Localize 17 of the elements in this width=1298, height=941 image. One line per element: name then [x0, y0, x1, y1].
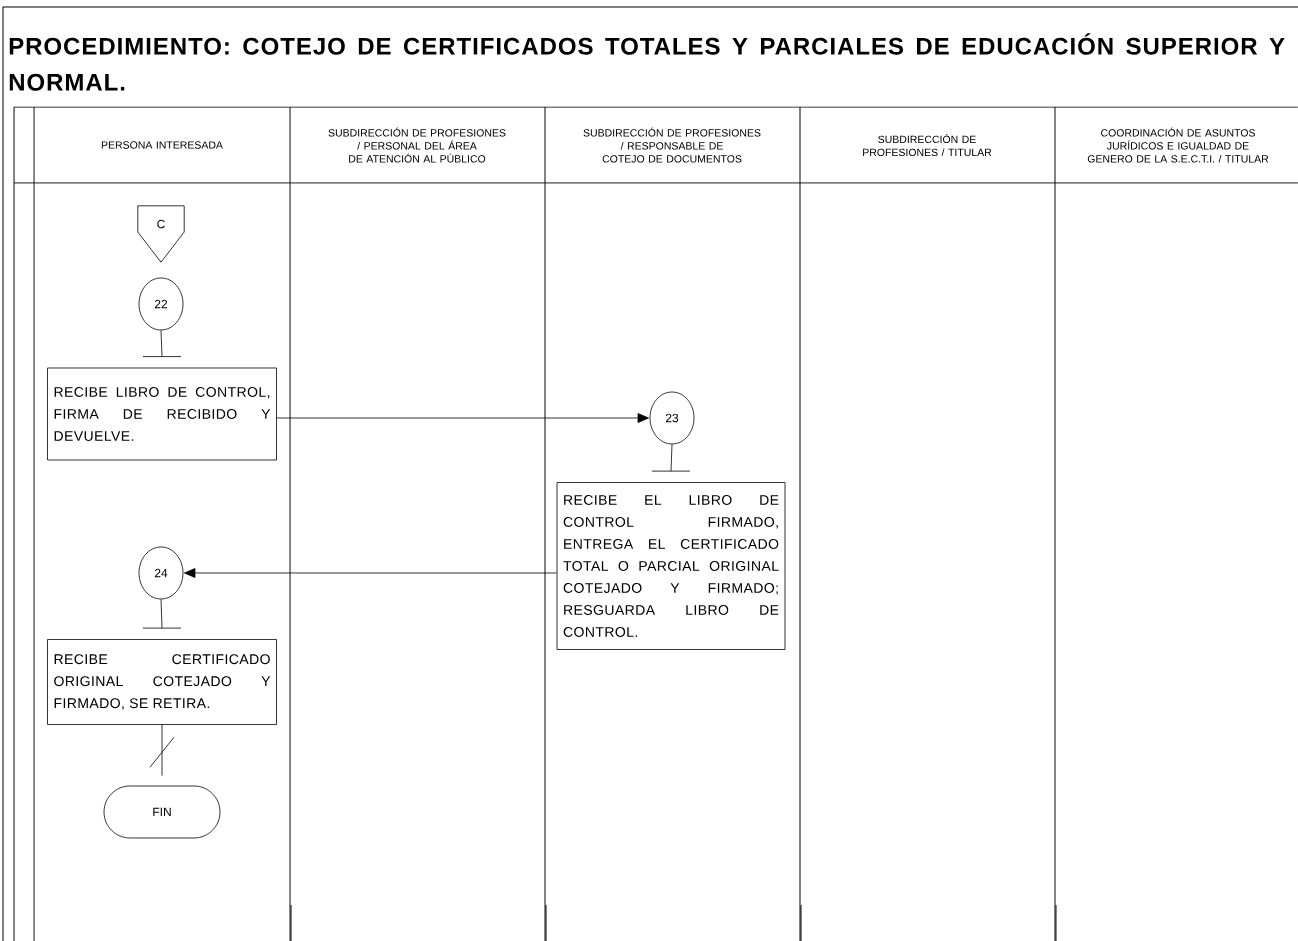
connector-line — [651, 444, 691, 472]
off-page-connector: C — [137, 205, 185, 263]
lane-header: PERSONA INTERESADA — [101, 141, 223, 149]
connector-line — [142, 599, 182, 629]
title: PROCEDIMIENTO: COTEJO DE CERTIFICADOS TOTALES Y PARCIALES DE EDUCACIÓN SUPERIOR Y NORMAL. — [9, 33, 1285, 91]
process-box: RECIBE LIBRO DE CONTROL, FIRMA DE RECIBIDO Y DEVUELVE. — [47, 367, 277, 461]
connector-line — [149, 724, 175, 776]
process-box: RECIBE CERTIFICADO ORIGINAL COTEJADO Y FIRMADO, SE RETIRA. — [47, 639, 277, 725]
lane-header: SUBDIRECCIÓN DE PROFESIONES / RESPONSABLE DE COTEJO DE DOCUMENTOS — [583, 127, 761, 163]
lane-header: SUBDIRECCIÓN DE PROFESIONES / TITULAR — [863, 133, 992, 157]
arrow — [276, 413, 649, 423]
lane-header: COORDINACIÓN DE ASUNTOS JURÍDICOS E IGUALDAD DE GENERO DE LA S.E.C.T.I. / TITULAR — [1087, 127, 1269, 163]
terminator: FIN — [103, 785, 221, 839]
lane-header: SUBDIRECCIÓN DE PROFESIONES / PERSONAL DEL ÁREA DE ATENCIÓN AL PÚBLICO — [328, 127, 506, 163]
connector-line — [142, 330, 182, 357]
arrow — [184, 568, 557, 578]
process-box: RECIBE EL LIBRO DE CONTROL FIRMADO, ENTREGA EL CERTIFICADO TOTAL O PARCIAL ORIGINAL COTEJADO Y FIRMADO; RESGUARDA LIBRO DE CONTROL. — [556, 482, 786, 650]
